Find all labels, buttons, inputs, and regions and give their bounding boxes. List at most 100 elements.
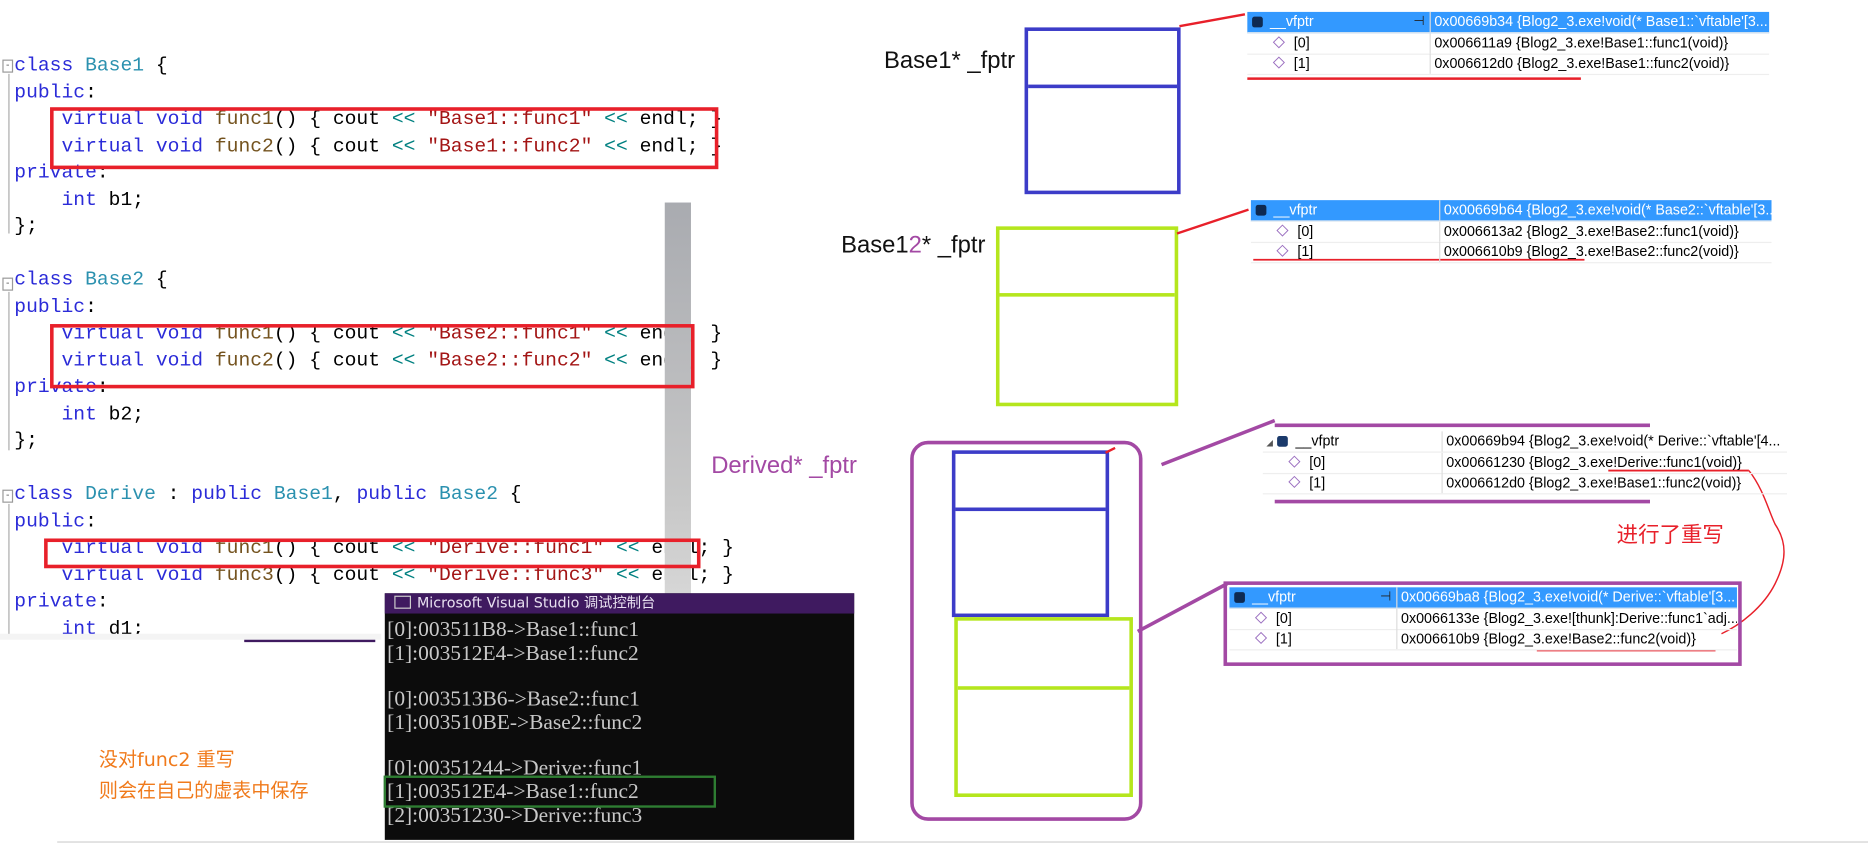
watch-value: 0x006613a2 {Blog2_3.exe!Base2::func1(voi… <box>1443 222 1739 239</box>
watch-value: 0x006611a9 {Blog2_3.exe!Base1::func1(voi… <box>1434 33 1729 51</box>
cube-icon <box>1276 244 1289 257</box>
watch-name: [0] <box>1297 222 1314 239</box>
console-title-bar: Microsoft Visual Studio 调试控制台 <box>384 593 855 614</box>
console-line: [1]:003512E4->Base1::func2 <box>387 640 639 665</box>
watch-value: 0x006612d0 {Blog2_3.exe!Base1::func2(voi… <box>1446 474 1742 491</box>
code-token: b2; <box>108 402 145 425</box>
code-token: << <box>391 562 416 586</box>
watch-name: __vfptr <box>1295 432 1340 450</box>
watch-name: [0] <box>1293 33 1310 51</box>
vtable-entry-row[interactable]: [1] 0x006612d0 {Blog2_3.exe!Base1::func2(… <box>1262 472 1787 495</box>
code-token: int <box>61 402 109 425</box>
watch-name-cell: [0] <box>1263 452 1443 473</box>
object-icon <box>1255 204 1267 216</box>
watch-name: [1] <box>1297 243 1314 260</box>
vtable-entry-row[interactable]: [1]0x006612d0 {Blog2_3.exe!Base1::func2(… <box>1247 53 1770 76</box>
derived-base2-part <box>954 617 1133 797</box>
red-mark <box>1105 446 1116 454</box>
fold-toggle-icon[interactable]: - <box>2 59 14 73</box>
editor-bottom-edge <box>0 633 382 640</box>
code-token: : <box>96 160 109 184</box>
code-token: func2 <box>214 134 274 157</box>
divider <box>244 639 376 643</box>
fold-toggle-icon[interactable]: - <box>2 489 14 503</box>
derived-base1-part <box>951 450 1110 618</box>
watch-name: __vfptr <box>1273 201 1318 219</box>
code-token: "Base1::func2" <box>415 134 605 157</box>
note-no-override: 没对func2 重写 <box>98 748 235 771</box>
console-line: [1]:003510BE->Base2::func2 <box>387 710 643 734</box>
code-token: : <box>85 80 97 104</box>
watch-value: 0x006610b9 {Blog2_3.exe!Base2::func2(voi… <box>1401 630 1696 647</box>
code-token: () { cout <box>273 562 392 586</box>
vtable-entry-row[interactable]: [1] 0x006610b9 {Blog2_3.exe!Base2::func2(… <box>1229 629 1737 651</box>
debug-console-window: Microsoft Visual Studio 调试控制台 [0]:003511… <box>383 593 855 840</box>
watch-name-cell: __vfptr <box>1251 200 1441 221</box>
watch-value: 0x0066133e {Blog2_3.exe![thunk]:Derive::… <box>1401 609 1737 627</box>
vfptr-row[interactable]: __vfptr⊣0x00669b34 {Blog2_3.exe!void(* B… <box>1247 11 1770 34</box>
code-token: }; <box>14 428 38 452</box>
code-token: class <box>14 482 86 506</box>
watch-name-cell: __vfptr ⊣ <box>1229 587 1398 608</box>
note-overridden: 进行了重写 <box>1616 522 1724 549</box>
connector-derived-base2 <box>1136 582 1228 633</box>
code-token: virtual void <box>61 348 215 372</box>
object-icon <box>1252 16 1263 28</box>
code-token: d1; <box>108 616 145 640</box>
code-token: virtual void <box>61 107 215 130</box>
code-token: () { cout <box>273 348 392 372</box>
code-token: << <box>604 348 628 372</box>
watch-name-cell: [1] <box>1247 53 1431 74</box>
code-token: class <box>14 268 86 291</box>
editor-scrollbar[interactable] <box>664 202 691 632</box>
vtable-entry-row[interactable]: [0]0x00661230 {Blog2_3.exe!Derive::func1… <box>1262 452 1787 474</box>
watch-name: [1] <box>1275 630 1292 647</box>
watch-name-cell: [0] <box>1229 608 1398 629</box>
watch-name: [1] <box>1309 474 1326 491</box>
code-token: public <box>356 482 440 506</box>
code-line: }; <box>14 213 38 239</box>
vtable-entry-row[interactable]: [0] 0x006611a9 {Blog2_3.exe!Base1::func1(… <box>1247 32 1770 55</box>
watch-name-cell: [1] <box>1263 472 1443 494</box>
divider <box>57 841 1868 843</box>
base1-object-box <box>1024 27 1181 195</box>
vfptr-row[interactable]: __vfptr ⊣ 0x00669ba8 {Blog2_3.exe!void(* D… <box>1229 587 1737 609</box>
code-token: << <box>615 562 640 586</box>
label-derived-ptr: Derived* _fptr <box>711 452 857 479</box>
watch-name-cell: [0] <box>1247 32 1431 54</box>
code-token: << <box>604 134 628 157</box>
code-token: Derive <box>85 482 156 506</box>
highlight-box-derive <box>44 538 701 569</box>
expand-arrow-icon[interactable]: ◢ <box>1266 439 1273 448</box>
code-token: int <box>61 616 109 640</box>
code-token: public <box>14 509 86 532</box>
pin-icon[interactable]: ⊣ <box>1413 14 1425 29</box>
code-token: << <box>391 134 416 157</box>
cube-icon <box>1272 56 1285 69</box>
watch-value: 0x00669ba8 {Blog2_3.exe!void(* Derive::`… <box>1401 588 1736 606</box>
console-title: Microsoft Visual Studio 调试控制台 <box>416 594 656 612</box>
watch-name: [0] <box>1309 453 1326 470</box>
vtable-entry-row[interactable]: [0]0x0066133e {Blog2_3.exe![thunk]:Deriv… <box>1229 608 1737 630</box>
code-token: { <box>498 482 522 506</box>
fold-guide <box>8 291 10 451</box>
pin-icon[interactable]: ⊣ <box>1380 589 1392 605</box>
code-line: class Derive : public Base1, public Base… <box>14 481 521 507</box>
object-icon <box>1234 592 1245 603</box>
fold-toggle-icon[interactable]: - <box>2 277 14 291</box>
vtable-entry-row[interactable]: [1]0x006610b9 {Blog2_3.exe!Base2::func2(… <box>1250 241 1772 264</box>
vtable-entry-row[interactable]: [0] 0x006613a2 {Blog2_3.exe!Base2::func1(… <box>1250 220 1772 243</box>
watch-value: 0x006612d0 {Blog2_3.exe!Base1::func2(voi… <box>1434 54 1730 72</box>
code-token: , <box>332 482 357 506</box>
code-line: int d1; <box>14 615 144 641</box>
code-token: : <box>96 589 109 613</box>
code-token: int <box>61 187 109 211</box>
label-base2-ptr: Base12* _fptr <box>841 232 986 259</box>
vt4-outline <box>1223 581 1742 666</box>
watch-name: __vfptr <box>1252 588 1296 606</box>
watch-name-cell: [1] <box>1229 629 1398 650</box>
code-token: class <box>14 53 86 77</box>
